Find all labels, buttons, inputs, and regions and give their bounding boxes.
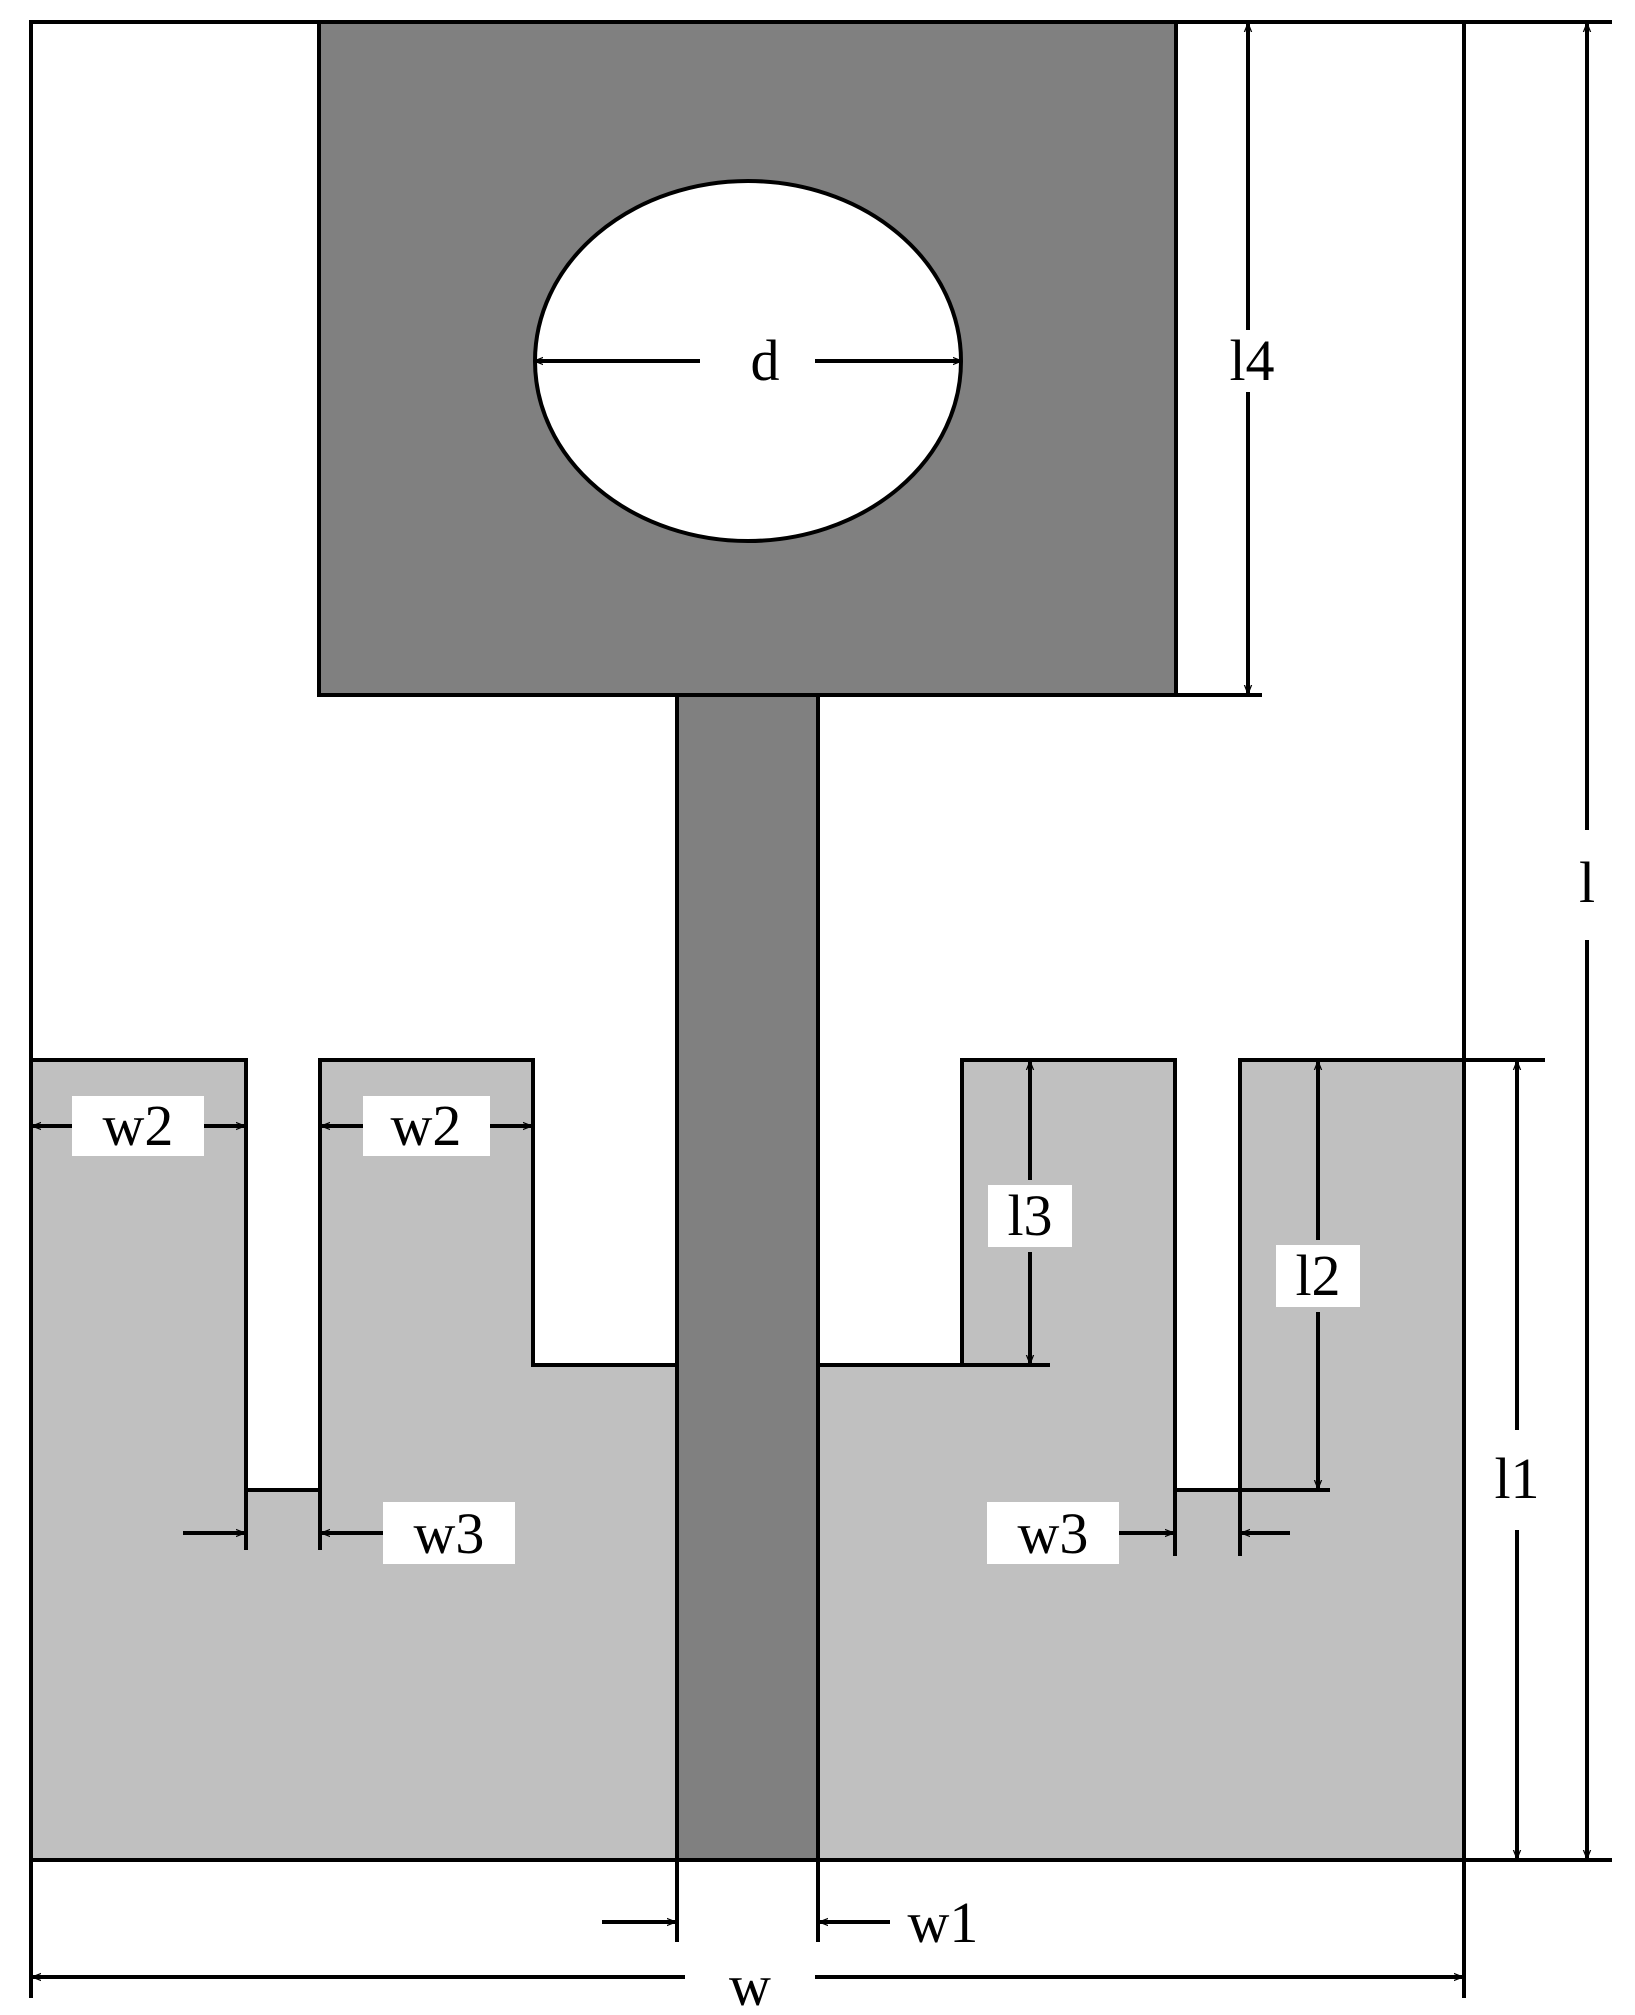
dim-l3: l3 <box>962 1062 1072 1367</box>
label-w2-left: w2 <box>103 1093 174 1158</box>
label-w: w <box>729 1953 771 2015</box>
label-w1: w1 <box>908 1890 979 1955</box>
dim-d: d <box>535 328 961 393</box>
label-w3-right-bg <box>987 1502 1119 1564</box>
dim-w2-right: w2 <box>322 1093 531 1158</box>
label-l3: l3 <box>1007 1183 1052 1248</box>
label-l1: l1 <box>1494 1446 1539 1511</box>
dim-w1: w1 <box>602 1860 978 1955</box>
dim-w: w <box>29 1860 1466 2015</box>
label-w3-right: w3 <box>1018 1501 1089 1566</box>
label-w2-right-bg <box>363 1096 490 1156</box>
label-w3-left: w3 <box>414 1501 485 1566</box>
label-l: l <box>1579 850 1595 915</box>
label-l3-bg <box>988 1185 1072 1247</box>
label-w2-left-bg <box>72 1096 204 1156</box>
label-w3-left-bg <box>383 1502 515 1564</box>
feedline <box>675 693 820 1862</box>
dim-l4: l4 <box>1176 24 1275 697</box>
dim-l: l <box>1464 20 1612 1862</box>
dim-w2-left: w2 <box>33 1093 244 1158</box>
label-w2-right: w2 <box>391 1093 462 1158</box>
dim-l1: l1 <box>1464 1058 1545 1858</box>
ground-plane-left <box>29 1058 679 1862</box>
dim-l2: l2 <box>1240 1062 1360 1492</box>
label-l4: l4 <box>1229 328 1274 393</box>
dim-w3-left: w3 <box>183 1490 515 1566</box>
label-l2: l2 <box>1295 1243 1340 1308</box>
dim-w3-right: w3 <box>987 1490 1290 1566</box>
label-l2-bg <box>1276 1245 1360 1307</box>
label-d: d <box>751 328 780 393</box>
